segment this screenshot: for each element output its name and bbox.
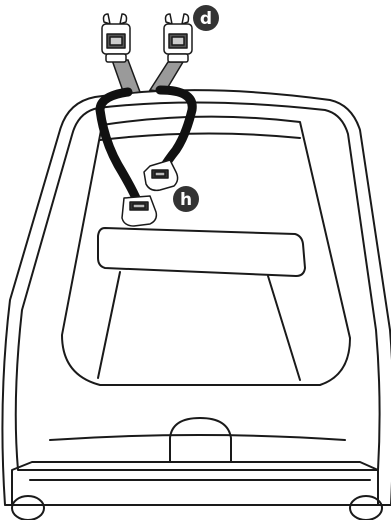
backrest-rear (100, 133, 300, 140)
latch-connector-left-icon (102, 14, 130, 62)
well-right-line (268, 276, 300, 380)
foot-right (350, 496, 382, 520)
callout-d: d (193, 5, 219, 31)
buckle-tongue-left-icon (122, 196, 156, 226)
callout-d-label: d (200, 9, 212, 29)
well-left-line (98, 272, 120, 378)
foot-left (12, 496, 44, 520)
callout-h-label: h (180, 190, 192, 210)
base-bottom-skirt (12, 462, 378, 505)
buckle-tongue-right-icon (144, 160, 178, 190)
front-arch (170, 418, 231, 462)
seat-base (2, 90, 391, 520)
latch-connector-right-icon (164, 14, 192, 62)
base-outer-shell (2, 90, 391, 505)
front-lip (50, 435, 345, 440)
seat-cushion (98, 228, 305, 276)
callout-h: h (173, 186, 199, 212)
